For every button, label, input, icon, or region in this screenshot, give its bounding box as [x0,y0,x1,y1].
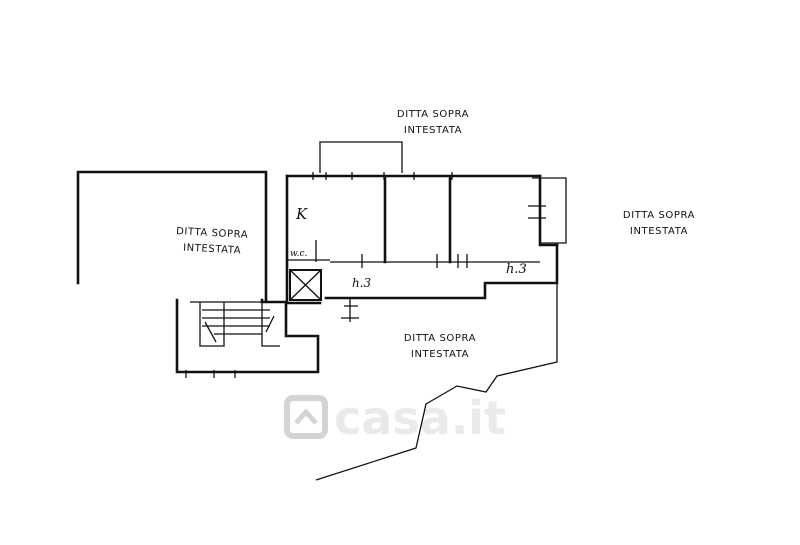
svg-text:INTESTATA: INTESTATA [630,226,688,237]
ceiling-height-label-1: h.3 [352,276,372,290]
svg-text:DITTA SOPRA: DITTA SOPRA [404,333,476,344]
ceiling-height-label-2: h.3 [506,262,527,277]
neighbor-label-left: DITTA SOPRA INTESTATA [176,226,249,256]
watermark: casa.it [284,391,506,445]
wc-label: w.c. [290,249,308,259]
svg-text:DITTA SOPRA: DITTA SOPRA [176,226,249,241]
svg-text:INTESTATA: INTESTATA [183,242,242,256]
elevator-shaft [289,269,322,301]
svg-text:INTESTATA: INTESTATA [404,125,462,136]
left-neighbor-outline [76,170,268,302]
neighbor-label-bottom: DITTA SOPRA INTESTATA [404,333,476,360]
neighbor-label-right: DITTA SOPRA INTESTATA [623,210,695,237]
watermark-text: casa.it [334,391,506,445]
top-balcony [319,141,403,173]
apartment-walls [285,172,559,305]
kitchen-label: K [295,205,308,223]
svg-text:INTESTATA: INTESTATA [411,349,469,360]
bottom-neighbor-outline [315,275,558,481]
hall-door-marks [341,298,359,322]
svg-text:DITTA SOPRA: DITTA SOPRA [623,210,695,221]
staircase [175,298,320,378]
svg-text:DITTA SOPRA: DITTA SOPRA [397,109,469,120]
neighbor-label-top: DITTA SOPRA INTESTATA [397,109,469,136]
right-balcony [532,177,567,244]
